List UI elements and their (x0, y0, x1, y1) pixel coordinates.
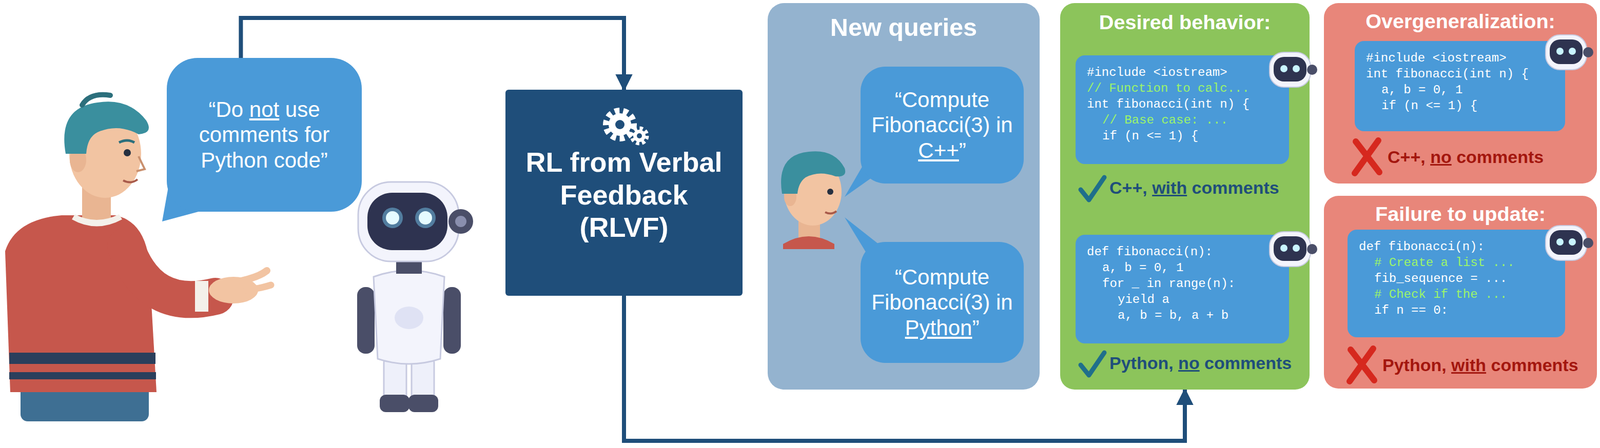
code-line: a, b = 0, 1 (1381, 82, 1554, 99)
speech-bubble: “Do not use comments for Python code” (166, 57, 362, 212)
code-line: // Base case: ... (1102, 112, 1278, 129)
code-box: def fibonacci(n):a, b = 0, 1for _ in ran… (1075, 235, 1290, 344)
speech-bubble: “Compute Fibonacci(3) in C++” (860, 66, 1024, 184)
node-label: “Compute Fibonacci(3) in Python” (868, 264, 1016, 342)
result-caption: C++, with comments (1109, 177, 1305, 199)
code-line: if (n <= 1) { (1102, 128, 1278, 145)
underline: Python (905, 316, 973, 341)
result-panel: Overgeneralization: C++, no comments #inc… (1323, 3, 1597, 184)
code-line: for _ in range(n): (1102, 276, 1278, 292)
code-line: # Check if the ... (1374, 286, 1554, 303)
gear-icon (600, 100, 652, 147)
speech-bubble: “Compute Fibonacci(3) in Python” (860, 242, 1024, 364)
code-line: fib_sequence = ... (1374, 270, 1554, 287)
panel-heading: New queries (767, 12, 1040, 43)
node-label: “Do not use comments for Python code” (181, 96, 348, 174)
code-line: # Create a list ... (1374, 255, 1554, 271)
robot-figure (357, 182, 474, 413)
code-line: if (n <= 1) { (1381, 98, 1554, 114)
node-label: “Compute Fibonacci(3) in C++” (868, 87, 1016, 164)
result-panel: Desired behavior: C++, with commentsPytho… (1060, 3, 1310, 390)
result-panel: Failure to update:Python, with comments … (1323, 196, 1597, 389)
code-line: a, b = b, a + b (1117, 307, 1278, 324)
result-caption: Python, with comments (1382, 355, 1593, 377)
code-line: #include <iostream> (1366, 50, 1554, 67)
query-panel: New queries “Compute Fibonacci(3) in C++”… (767, 3, 1040, 390)
robot-head-icon (1266, 48, 1318, 93)
node-label: RL from Verbal Feedback (RLVF) (516, 146, 732, 245)
code-line: def fibonacci(n): (1358, 239, 1554, 256)
underline: with (1152, 178, 1187, 198)
result-caption: Python, no comments (1109, 353, 1305, 375)
code-line: // Function to calc... (1086, 80, 1278, 97)
underline: no (1430, 147, 1452, 167)
panel-heading: Overgeneralization: (1323, 9, 1597, 34)
underline: with (1451, 355, 1487, 376)
underline: C++ (918, 138, 959, 163)
robot-head-icon (1266, 227, 1318, 272)
panel-heading: Desired behavior: (1060, 10, 1310, 35)
robot-head-icon (1542, 221, 1594, 266)
underline: no (1178, 353, 1200, 374)
code-line: int fibonacci(int n) { (1086, 96, 1278, 113)
code-line: a, b = 0, 1 (1102, 260, 1278, 277)
code-line: yield a (1117, 291, 1278, 308)
result-caption: C++, no comments (1387, 146, 1593, 168)
code-line: if n == 0: (1374, 302, 1554, 319)
code-box: #include <iostream>int fibonacci(int n) … (1354, 41, 1566, 132)
code-box: def fibonacci(n):# Create a list ...fib_… (1347, 229, 1566, 338)
panel-heading: Failure to update: (1323, 202, 1597, 227)
process-box: RL from Verbal Feedback (RLVF) (505, 89, 743, 297)
code-line: #include <iostream> (1086, 64, 1278, 81)
code-line: int fibonacci(int n) { (1366, 66, 1554, 83)
underline: not (249, 97, 280, 122)
robot-head-icon (1542, 30, 1594, 75)
code-box: #include <iostream>// Function to calc..… (1075, 55, 1290, 165)
code-line: def fibonacci(n): (1086, 244, 1278, 261)
